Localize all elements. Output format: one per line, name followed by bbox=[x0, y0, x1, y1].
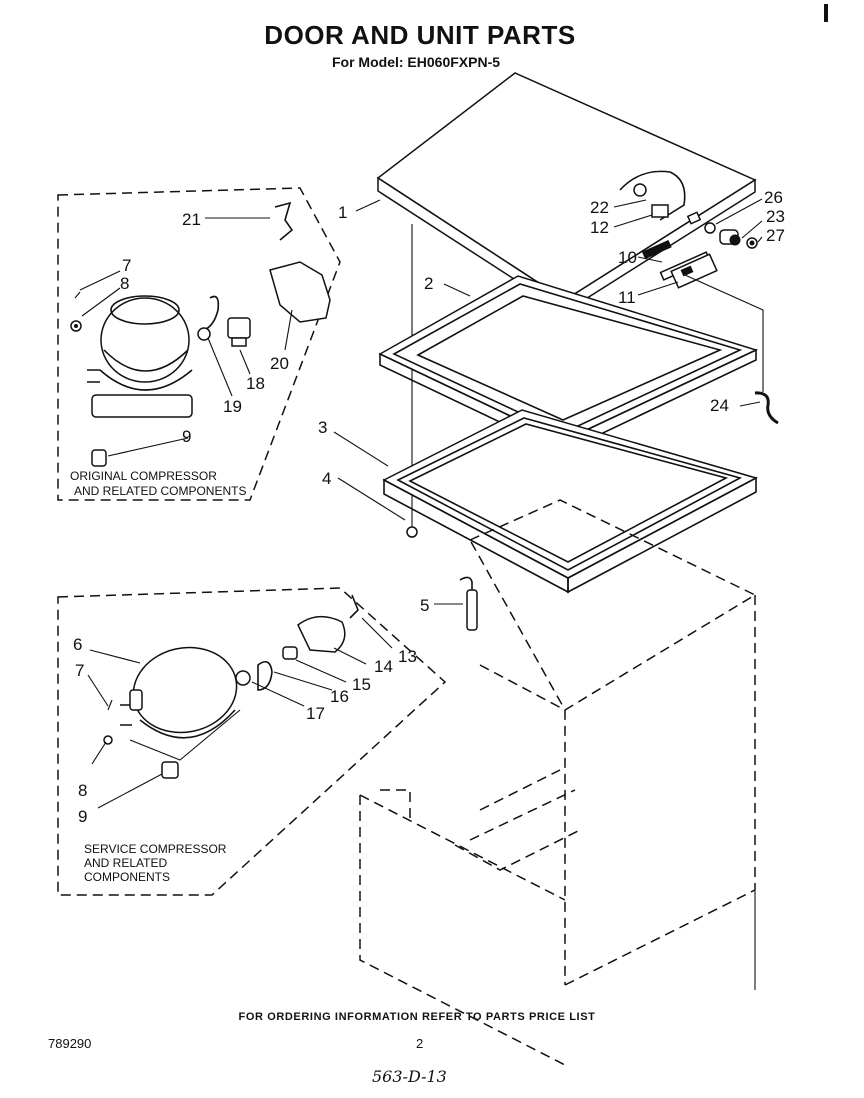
thermostat-part-5 bbox=[459, 576, 478, 631]
callout-22: 22 bbox=[590, 198, 609, 217]
original-group-caption-line2: AND RELATED COMPONENTS bbox=[74, 484, 246, 498]
callout-10: 10 bbox=[618, 248, 637, 267]
callout-service-6: 6 bbox=[73, 635, 82, 654]
original-compressor-group: ORIGINAL COMPRESSOR AND RELATED COMPONEN… bbox=[57, 187, 341, 501]
callout-14: 14 bbox=[374, 657, 393, 676]
callout-service-9: 9 bbox=[78, 807, 87, 826]
service-compressor-group: SERVICE COMPRESSOR AND RELATED COMPONENT… bbox=[57, 587, 447, 896]
callout-original-7: 7 bbox=[122, 256, 131, 275]
callout-26: 26 bbox=[764, 188, 783, 207]
callout-24: 24 bbox=[710, 396, 729, 415]
callout-original-8: 8 bbox=[120, 274, 129, 293]
door-lid-assembly bbox=[376, 72, 779, 425]
original-group-caption-line1: ORIGINAL COMPRESSOR bbox=[70, 469, 217, 483]
scan-mark bbox=[824, 4, 828, 22]
ordering-note: FOR ORDERING INFORMATION REFER TO PARTS … bbox=[238, 1011, 596, 1023]
callout-service-7: 7 bbox=[75, 661, 84, 680]
callout-13: 13 bbox=[398, 647, 417, 666]
callout-18: 18 bbox=[246, 374, 265, 393]
leader-lines bbox=[79, 198, 763, 809]
model-subtitle: For Model: EH060FXPN-5 bbox=[331, 54, 501, 70]
callout-20: 20 bbox=[270, 354, 289, 373]
callout-16: 16 bbox=[330, 687, 349, 706]
callout-19: 19 bbox=[223, 397, 242, 416]
callout-2: 2 bbox=[424, 274, 433, 293]
handwritten-code: 563-D-13 bbox=[372, 1067, 447, 1086]
page-title: DOOR AND UNIT PARTS bbox=[264, 20, 576, 50]
document-number: 789290 bbox=[48, 1036, 92, 1051]
door-liner bbox=[382, 409, 758, 594]
callout-27: 27 bbox=[766, 226, 785, 245]
callout-4: 4 bbox=[322, 469, 331, 488]
callout-23: 23 bbox=[766, 207, 785, 226]
callout-12: 12 bbox=[590, 218, 609, 237]
callout-original-9: 9 bbox=[182, 427, 191, 446]
service-group-caption-line2: AND RELATED bbox=[84, 856, 167, 870]
callout-11: 11 bbox=[618, 288, 636, 307]
callout-5: 5 bbox=[420, 596, 429, 615]
page-number: 2 bbox=[416, 1036, 424, 1051]
callout-21: 21 bbox=[182, 210, 201, 229]
service-group-caption-line1: SERVICE COMPRESSOR bbox=[84, 842, 227, 856]
callout-1: 1 bbox=[338, 203, 347, 222]
cabinet-body bbox=[359, 499, 757, 1066]
callout-15: 15 bbox=[352, 675, 371, 694]
callout-17: 17 bbox=[306, 704, 325, 723]
callout-service-8: 8 bbox=[78, 781, 87, 800]
pin-part-4 bbox=[406, 526, 418, 538]
callout-3: 3 bbox=[318, 418, 327, 437]
service-group-caption-line3: COMPONENTS bbox=[84, 870, 170, 884]
